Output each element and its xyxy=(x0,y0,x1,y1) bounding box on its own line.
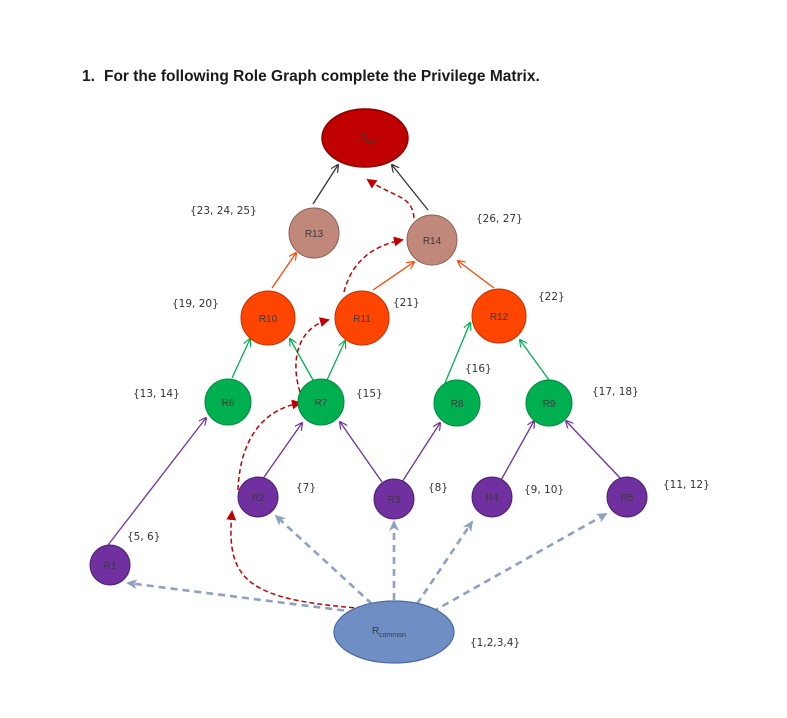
node-r10: R10 xyxy=(240,290,296,346)
r3-label: R3 xyxy=(388,495,401,506)
edge-r7-r10 xyxy=(290,339,314,381)
r14-label: R14 xyxy=(423,236,442,247)
node-r1: R1 xyxy=(89,544,131,586)
rcommon-label: R xyxy=(372,626,379,637)
edge-rcommon-r4 xyxy=(415,520,474,605)
priv-r5: {11, 12} xyxy=(663,479,710,491)
node-r5: R5 xyxy=(606,476,648,518)
edge-r7-r11 xyxy=(326,341,345,381)
priv-r11: {21} xyxy=(393,297,420,309)
edges-orange xyxy=(271,253,495,291)
priv-r4: {9, 10} xyxy=(524,484,564,496)
edge-red-r7-r11 xyxy=(295,317,330,393)
r13-label: R13 xyxy=(305,229,324,240)
node-rcommon: R common xyxy=(333,600,455,664)
priv-r9: {17, 18} xyxy=(592,386,639,398)
edge-r3-r7 xyxy=(340,422,383,483)
rcommon-sub: common xyxy=(379,632,406,639)
node-r11: R11 xyxy=(334,290,390,346)
edge-red-r11-r14 xyxy=(343,236,404,293)
r1-label: R1 xyxy=(104,561,117,572)
edge-rcommon-r1 xyxy=(126,579,357,614)
edge-r3-r8 xyxy=(401,423,440,483)
edge-r9-r12 xyxy=(520,340,550,381)
priv-r12: {22} xyxy=(538,291,565,303)
edge-r12-r14 xyxy=(458,261,495,289)
r6-label: R6 xyxy=(222,398,235,409)
edge-r1-r6 xyxy=(107,418,206,546)
r4-label: R4 xyxy=(486,493,499,504)
path-dashed-red xyxy=(226,178,415,611)
priv-r10: {19, 20} xyxy=(172,298,219,310)
node-r6: R6 xyxy=(204,378,252,426)
r9-label: R9 xyxy=(543,399,556,410)
question-number: 1. xyxy=(82,68,95,85)
edge-rcommon-r5 xyxy=(431,512,608,614)
rmax-label: R xyxy=(360,133,367,144)
node-r3: R3 xyxy=(373,478,415,520)
priv-rcommon: {1,2,3,4} xyxy=(470,637,520,649)
priv-r3: {8} xyxy=(428,482,448,494)
r10-label: R10 xyxy=(259,314,278,325)
edge-r10-r13 xyxy=(271,253,296,289)
privilege-labels: {23, 24, 25} {26, 27} {19, 20} {21} {22}… xyxy=(127,205,710,649)
question-text: For the following Role Graph complete th… xyxy=(104,68,540,85)
edges-to-rmax xyxy=(312,165,429,211)
edge-r6-r10 xyxy=(231,339,250,379)
r12-label: R12 xyxy=(490,312,509,323)
question-title: 1. For the following Role Graph complete … xyxy=(82,68,540,86)
node-r4: R4 xyxy=(471,476,513,518)
node-r12: R12 xyxy=(471,288,527,344)
node-r13: R13 xyxy=(288,207,340,259)
node-r7: R7 xyxy=(297,378,345,426)
edge-red-r2-r7 xyxy=(237,399,302,491)
edge-rcommon-r2 xyxy=(274,514,373,605)
edges-purple xyxy=(107,418,623,546)
node-r2: R2 xyxy=(237,476,279,518)
edge-r8-r12 xyxy=(444,323,470,384)
r8-label: R8 xyxy=(451,399,464,410)
edge-red-r14-rmax xyxy=(366,178,415,219)
edges-green xyxy=(231,323,550,384)
r2-label: R2 xyxy=(252,493,265,504)
node-rmax: R max xyxy=(321,108,409,168)
edges-dashed-blue xyxy=(126,512,608,614)
edge-r13-rmax xyxy=(312,165,338,205)
priv-r2: {7} xyxy=(296,482,316,494)
priv-r14: {26, 27} xyxy=(476,213,523,225)
priv-r6: {13, 14} xyxy=(133,388,180,400)
priv-r7: {15} xyxy=(356,388,383,400)
rmax-sub: max xyxy=(366,140,377,146)
r11-label: R11 xyxy=(353,314,371,325)
edge-r5-r9 xyxy=(566,421,623,481)
edge-r4-r9 xyxy=(499,421,534,483)
priv-r8: {16} xyxy=(465,363,492,375)
priv-r1: {5, 6} xyxy=(127,531,160,543)
node-r8: R8 xyxy=(433,379,481,427)
edge-r11-r14 xyxy=(372,262,414,291)
node-r9: R9 xyxy=(525,379,573,427)
edge-r14-rmax xyxy=(392,165,429,211)
r5-label: R5 xyxy=(621,493,634,504)
priv-r13: {23, 24, 25} xyxy=(190,205,257,217)
r7-label: R7 xyxy=(315,398,328,409)
edge-r2-r7 xyxy=(261,423,302,481)
node-r14: R14 xyxy=(406,214,458,266)
